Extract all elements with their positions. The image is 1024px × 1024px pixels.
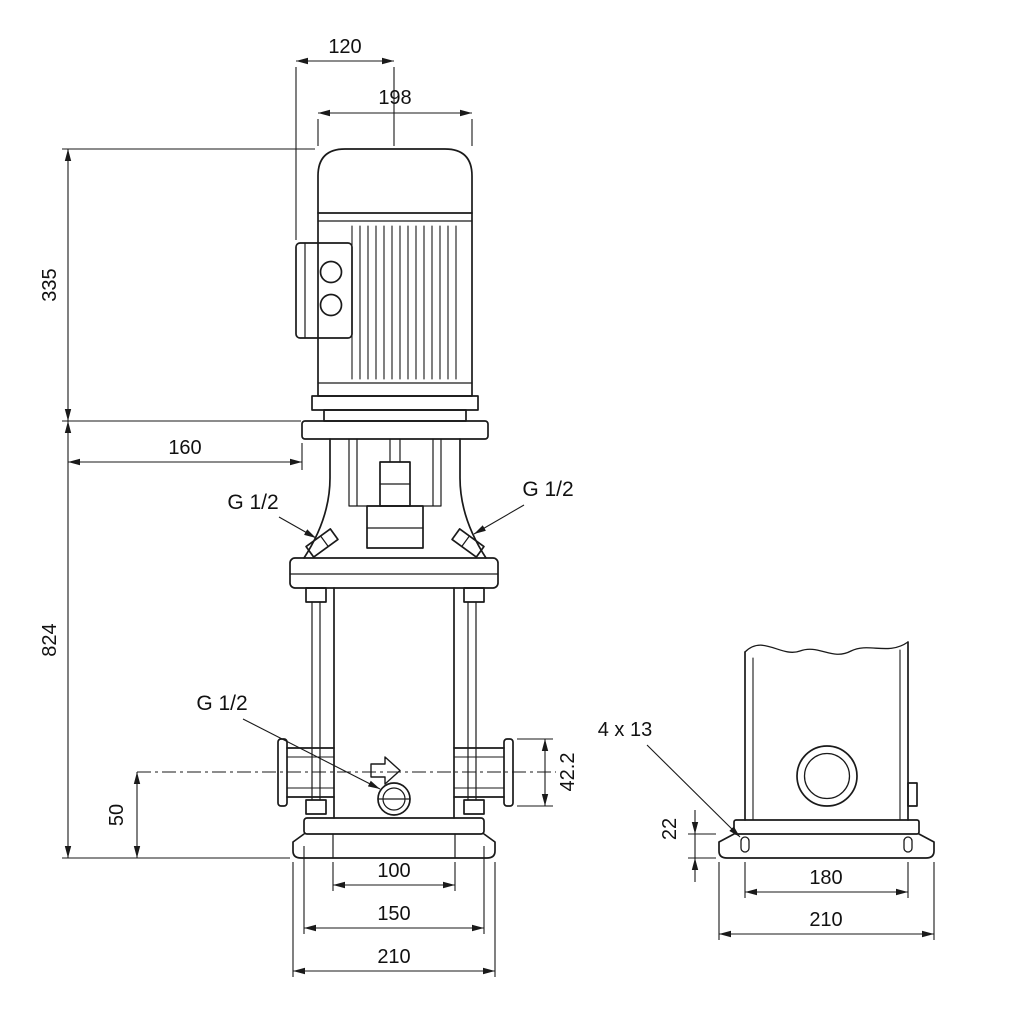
dim-210-front-label: 210 [377, 946, 410, 968]
ext-line [688, 833, 716, 859]
dim-824-label: 824 [39, 623, 61, 656]
dim-335-label: 335 [39, 268, 61, 301]
dim-120: 120 [295, 36, 395, 240]
dim-50-label: 50 [106, 804, 128, 826]
coupling-plate [301, 420, 489, 440]
dim-210-side-label: 210 [809, 909, 842, 931]
dim-180-label: 180 [809, 867, 842, 889]
discharge-port-bore [453, 756, 505, 789]
flow-direction-arrow-icon [370, 756, 401, 785]
terminal-box-gland-hole [319, 293, 343, 317]
dim-50: 50 [106, 772, 141, 858]
motor-fan-cover [317, 148, 473, 214]
break-line [744, 641, 909, 655]
ext-line [303, 846, 485, 934]
coupling-guards [348, 438, 442, 507]
ext-line [295, 67, 395, 240]
pump-head [289, 505, 499, 589]
head-plug-right [451, 528, 485, 558]
g-half-label: G 1/2 [227, 491, 278, 514]
head-flange [289, 557, 499, 589]
suction-port-bore [286, 756, 335, 789]
ext-line [292, 862, 496, 977]
dim-120-label: 120 [328, 36, 361, 58]
suction-port-tube [286, 747, 335, 798]
side-clamp-tab [907, 782, 918, 807]
dim-100-label: 100 [377, 860, 410, 882]
base-front [292, 833, 496, 859]
dimensions: 120 198 335 824 160 50 [39, 36, 935, 977]
ext-line [317, 119, 473, 146]
g-half-label: G 1/2 [196, 692, 247, 715]
dim-824: 824 [39, 420, 301, 859]
base-outline [292, 833, 496, 859]
discharge-port-tube [453, 747, 505, 798]
ext-line [718, 862, 935, 940]
base-inner-walls [332, 833, 456, 859]
leader-line [473, 504, 525, 535]
stool-wall-left [303, 438, 331, 559]
terminal-box [295, 242, 353, 339]
pump-column [303, 587, 485, 835]
base-bolt-slot [740, 836, 750, 853]
staybolt-nut [463, 587, 485, 603]
leader-line [278, 516, 317, 539]
motor-end-shield [311, 395, 479, 411]
dim-160: 160 [68, 437, 303, 470]
staybolt-nut [305, 799, 327, 815]
label-g-half-top-right: G 1/2 [473, 478, 574, 535]
leader-line [242, 718, 381, 790]
dim-42-2-label: 42.2 [557, 753, 579, 792]
side-sleeve-inner [752, 649, 901, 821]
dim-22-side: 22 [659, 810, 716, 882]
outer-sleeve [333, 587, 455, 819]
staybolt-nut [305, 587, 327, 603]
dim-198-label: 198 [378, 87, 411, 109]
stool-wall-right [459, 438, 487, 559]
ext-line [62, 420, 301, 859]
motor-fins [351, 225, 457, 380]
dim-180-side: 180 [744, 862, 909, 898]
bolt-holes-label: 4 x 13 [598, 719, 652, 741]
label-g-half-top-left: G 1/2 [227, 491, 317, 539]
label-g-half-drain: G 1/2 [196, 692, 381, 790]
dim-42-2: 42.2 [517, 738, 579, 807]
dim-160-label: 160 [168, 437, 201, 459]
label-bolt-holes: 4 x 13 [598, 719, 741, 838]
side-view [718, 641, 935, 859]
front-view [277, 148, 514, 859]
base-bolt-slot [903, 836, 913, 853]
dim-100: 100 [332, 860, 456, 891]
dim-210-side: 210 [718, 862, 935, 940]
g-half-label: G 1/2 [522, 478, 573, 501]
head-plug-left [305, 528, 339, 558]
motor-neck [323, 409, 467, 422]
terminal-box-gland-hole [319, 260, 343, 284]
drain-plug [377, 782, 411, 816]
dim-150: 150 [303, 846, 485, 934]
base-outline [718, 833, 935, 859]
seal-housing [366, 505, 424, 549]
side-port-bore [803, 752, 851, 800]
motor [295, 148, 489, 440]
dim-210-front: 210 [292, 862, 496, 977]
leader-line [646, 744, 741, 838]
side-sleeve [744, 641, 909, 821]
staybolt-nut [463, 799, 485, 815]
motor-body-seams [317, 220, 473, 384]
dim-335: 335 [39, 148, 315, 421]
base-top-plate [733, 819, 920, 835]
sleeve-base-flange [303, 817, 485, 835]
pump-shaft [389, 438, 401, 463]
base-side [718, 819, 935, 859]
ports [277, 738, 514, 807]
side-port-circle [796, 745, 858, 807]
dim-22-label: 22 [659, 818, 681, 840]
dim-150-label: 150 [377, 903, 410, 925]
motor-stool [303, 438, 487, 559]
dim-198: 198 [317, 87, 473, 146]
staybolts [311, 601, 477, 801]
